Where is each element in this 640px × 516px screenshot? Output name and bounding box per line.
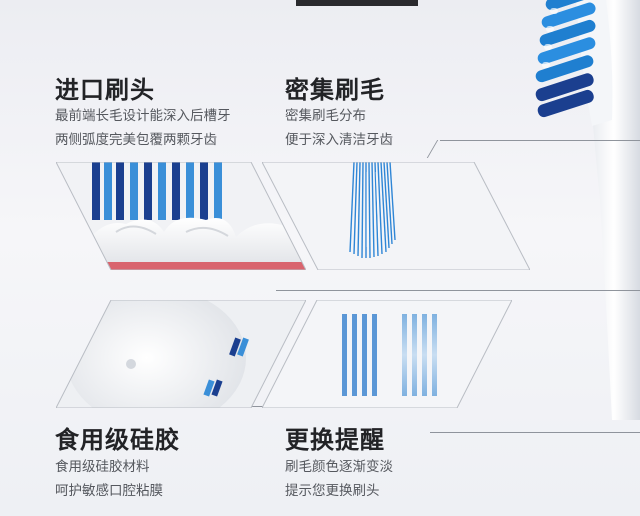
panel-teeth-bristles xyxy=(56,162,306,270)
feature-title-dense-bristles: 密集刷毛 xyxy=(285,76,385,104)
connector-line xyxy=(426,140,439,158)
panel-fading-indicator xyxy=(262,300,512,408)
panel-dense-bristles xyxy=(262,162,530,270)
feature-desc-line: 便于深入清洁牙齿 xyxy=(285,132,393,148)
feature-desc-line: 呵护敏感口腔粘膜 xyxy=(55,483,163,499)
connector-line xyxy=(430,432,640,433)
feature-desc-line: 最前端长毛设计能深入后槽牙 xyxy=(55,108,231,124)
feature-title-imported-head: 进口刷头 xyxy=(55,76,155,104)
feature-desc-line: 提示您更换刷头 xyxy=(285,483,380,499)
top-header-bar xyxy=(296,0,418,6)
feature-title-replace-reminder: 更换提醒 xyxy=(285,426,385,454)
feature-desc-line: 密集刷毛分布 xyxy=(285,108,366,124)
feature-desc-line: 两侧弧度完美包覆两颗牙齿 xyxy=(55,132,217,148)
feature-desc-line: 食用级硅胶材料 xyxy=(55,459,150,475)
panel-silicone-back xyxy=(56,300,306,408)
feature-desc-line: 刷毛颜色逐渐变淡 xyxy=(285,459,393,475)
connector-line xyxy=(276,290,640,291)
toothbrush-head-illustration xyxy=(480,0,640,420)
connector-line xyxy=(440,140,640,141)
feature-title-silicone: 食用级硅胶 xyxy=(55,426,180,454)
